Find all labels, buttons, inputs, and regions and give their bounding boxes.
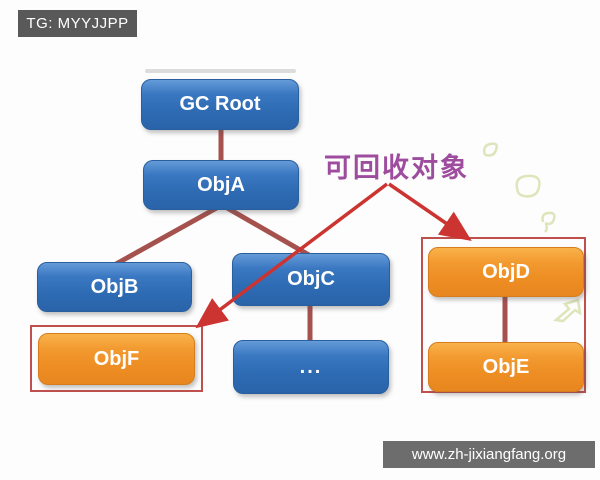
node-obj-dots-label: ... xyxy=(299,355,323,378)
node-gc-root-label: GC Root xyxy=(179,93,261,115)
node-obj-d-label: ObjD xyxy=(482,260,530,283)
node-gc-root: GC Root xyxy=(141,79,299,130)
node-obj-a: ObjA xyxy=(143,160,299,210)
node-obj-dots: ... xyxy=(233,340,389,394)
node-obj-f: ObjF xyxy=(38,333,195,385)
node-obj-f-label: ObjF xyxy=(93,347,140,370)
node-obj-a-label: ObjA xyxy=(197,173,245,196)
top-divider-line xyxy=(145,69,296,73)
node-obj-c: ObjC xyxy=(232,253,390,306)
highlight-rect-objd-obje xyxy=(421,237,586,393)
node-obj-e-label: ObjE xyxy=(482,355,530,378)
node-obj-c-label: ObjC xyxy=(287,268,335,290)
node-obj-d: ObjD xyxy=(428,247,584,297)
node-obj-b-label: ObjB xyxy=(90,275,139,298)
node-obj-b: ObjB xyxy=(37,262,192,312)
node-obj-e: ObjE xyxy=(428,342,584,392)
highlight-rect-objf xyxy=(30,325,203,392)
site-watermark: www.zh-jixiangfang.org xyxy=(383,441,595,468)
annotation-label: 可回收对象 xyxy=(324,153,469,184)
tag-watermark: TG: MYYJJPP xyxy=(18,10,137,37)
